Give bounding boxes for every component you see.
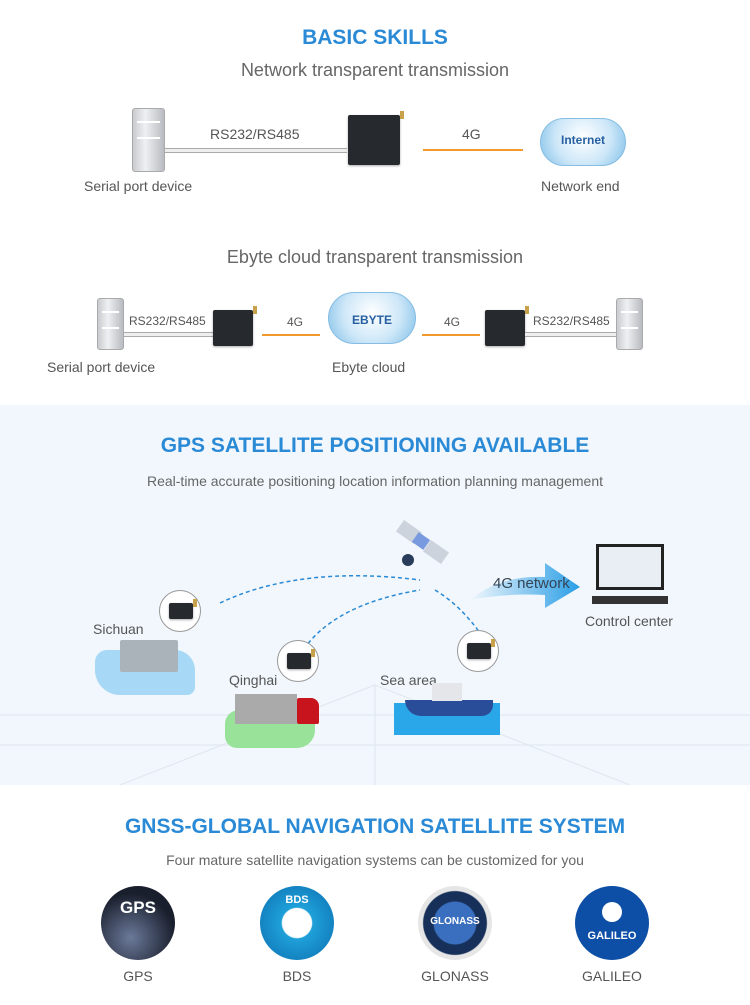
gps-logo: GPS: [101, 886, 175, 960]
serial-device-label: Serial port device: [84, 178, 193, 194]
basic-skills-title: BASIC SKILLS: [302, 26, 448, 49]
serial-cable: [525, 332, 617, 337]
wireless-label-left: 4G: [287, 315, 304, 329]
ship-cabin: [432, 683, 462, 701]
cloud-text: Internet: [560, 133, 605, 147]
rs-label: RS232/RS485: [210, 126, 300, 142]
gnss-label-bds: BDS: [282, 968, 312, 984]
galileo-logo: GALILEO: [575, 886, 649, 960]
ebyte-cloud-label: Ebyte cloud: [332, 359, 406, 375]
dtu-device-icon: [287, 649, 315, 669]
device-bubble-qinghai: [277, 640, 319, 682]
bds-logo-text: BDS: [285, 894, 309, 906]
gnss-label-gps: GPS: [123, 968, 153, 984]
serial-device-icon: [616, 298, 643, 350]
glonass-logo-text: GLONASS: [430, 916, 480, 927]
ebyte-logo: EBYTE: [351, 313, 392, 327]
gnss-label-galileo: GALILEO: [582, 968, 642, 984]
dtu-device-icon: [485, 306, 529, 346]
network-label: 4G network: [493, 575, 570, 592]
gps-logo-text: GPS: [120, 898, 156, 917]
gps-diagram-lines: [0, 519, 750, 785]
network-arrow-icon: [470, 563, 580, 608]
serial-cable: [165, 148, 347, 153]
serial-cable: [124, 332, 214, 337]
dtu-device-icon: [348, 111, 404, 165]
truck-icon: [120, 640, 178, 672]
wireless-arrow-icon: [423, 149, 523, 151]
serial-device-icon: [97, 298, 124, 350]
control-center-label: Control center: [585, 613, 673, 629]
rs-label-left: RS232/RS485: [129, 314, 206, 328]
device-bubble-sichuan: [159, 590, 201, 632]
wireless-label-right: 4G: [444, 315, 461, 329]
ship-icon: [405, 700, 493, 716]
location-qinghai: Qinghai: [229, 672, 278, 688]
satellite-icon: [395, 519, 450, 566]
wireless-arrow-icon: [262, 334, 320, 336]
location-sea-area: Sea area: [380, 672, 437, 688]
truck-cab: [297, 698, 319, 724]
rs-label-right: RS232/RS485: [533, 314, 610, 328]
device-bubble-sea: [457, 630, 499, 672]
dtu-device-icon: [467, 639, 495, 659]
gnss-label-glonass: GLONASS: [421, 968, 489, 984]
gps-subtitle: Real-time accurate positioning location …: [146, 473, 604, 489]
gnss-subtitle: Four mature satellite navigation systems…: [166, 852, 584, 868]
gnss-title: GNSS-GLOBAL NAVIGATION SATELLITE SYSTEM: [124, 815, 626, 838]
cloud-subtitle: Ebyte cloud transparent transmission: [226, 247, 524, 267]
control-center-monitor-icon: [596, 544, 664, 590]
truck-icon: [235, 694, 297, 724]
location-sichuan: Sichuan: [93, 621, 144, 637]
wireless-label: 4G: [462, 126, 481, 142]
network-end-label: Network end: [541, 178, 620, 194]
serial-device-icon: [132, 108, 165, 172]
ebyte-cloud-icon: EBYTE: [328, 292, 416, 344]
wireless-arrow-icon: [422, 334, 480, 336]
glonass-logo: GLONASS: [418, 886, 492, 960]
internet-cloud-icon: Internet: [540, 118, 626, 166]
keyboard-icon: [592, 596, 668, 604]
galileo-logo-text: GALILEO: [587, 930, 637, 942]
dtu-device-icon: [169, 599, 197, 619]
gps-title: GPS SATELLITE POSITIONING AVAILABLE: [160, 434, 590, 457]
network-subtitle: Network transparent transmission: [240, 60, 510, 80]
dtu-device-icon: [213, 306, 257, 346]
bds-logo: BDS: [260, 886, 334, 960]
serial-device-label: Serial port device: [47, 359, 156, 375]
galileo-mark-icon: [602, 902, 622, 922]
